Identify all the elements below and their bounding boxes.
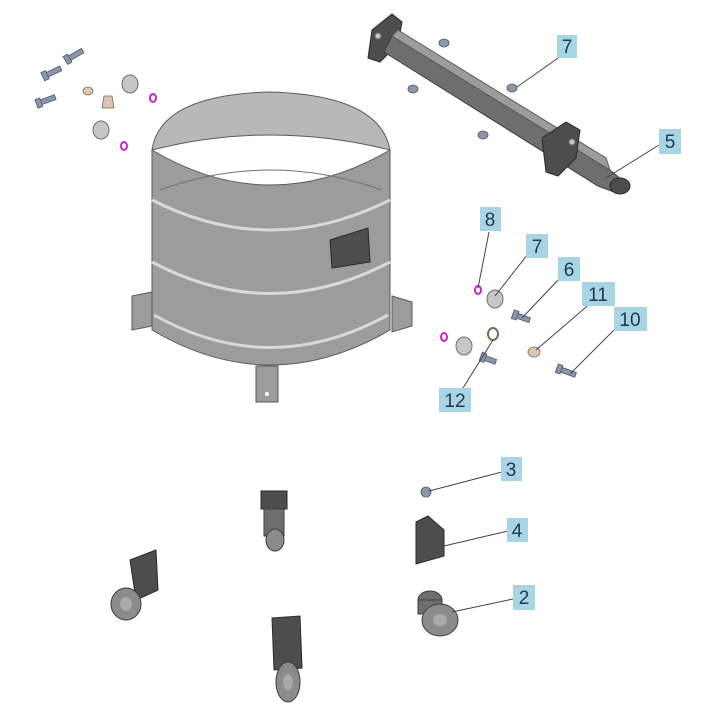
hardware-cluster-right [440,285,577,378]
part-5-handle-bar [367,13,631,195]
svg-text:2: 2 [519,588,530,609]
part-4-bracket [415,515,445,565]
svg-text:3: 3 [506,460,517,481]
svg-text:12: 12 [444,391,465,412]
callout-7: 7 [526,234,548,258]
svg-text:10: 10 [619,310,640,331]
callout-9: 7 [557,35,577,58]
caster-bottom-center [271,615,303,703]
callout-8: 8 [480,207,501,231]
drum-body [131,91,413,403]
callout-10: 10 [614,307,647,331]
callout-3: 3 [501,457,522,481]
svg-text:4: 4 [512,521,523,542]
callout-12: 12 [439,388,471,412]
part-10-screw [554,363,577,378]
part-12-ring [487,327,499,341]
leader-lines [428,55,660,613]
callout-11: 11 [582,282,615,306]
svg-text:7: 7 [532,237,543,258]
svg-text:5: 5 [665,132,676,153]
svg-text:7: 7 [562,37,573,58]
callout-5: 5 [659,129,681,154]
callout-6: 6 [558,257,580,281]
caster-left [110,549,159,621]
caster-top-center [260,490,288,552]
hardware-cluster-top-left [34,47,157,151]
svg-text:11: 11 [588,285,608,306]
part-7-bushing [486,289,504,309]
svg-text:6: 6 [564,260,575,281]
part-9-nuts [407,38,518,140]
callout-4: 4 [507,518,528,542]
callout-2: 2 [513,585,535,610]
part-2-caster [417,590,459,637]
part-3-nut [420,486,432,498]
svg-text:8: 8 [485,210,496,231]
